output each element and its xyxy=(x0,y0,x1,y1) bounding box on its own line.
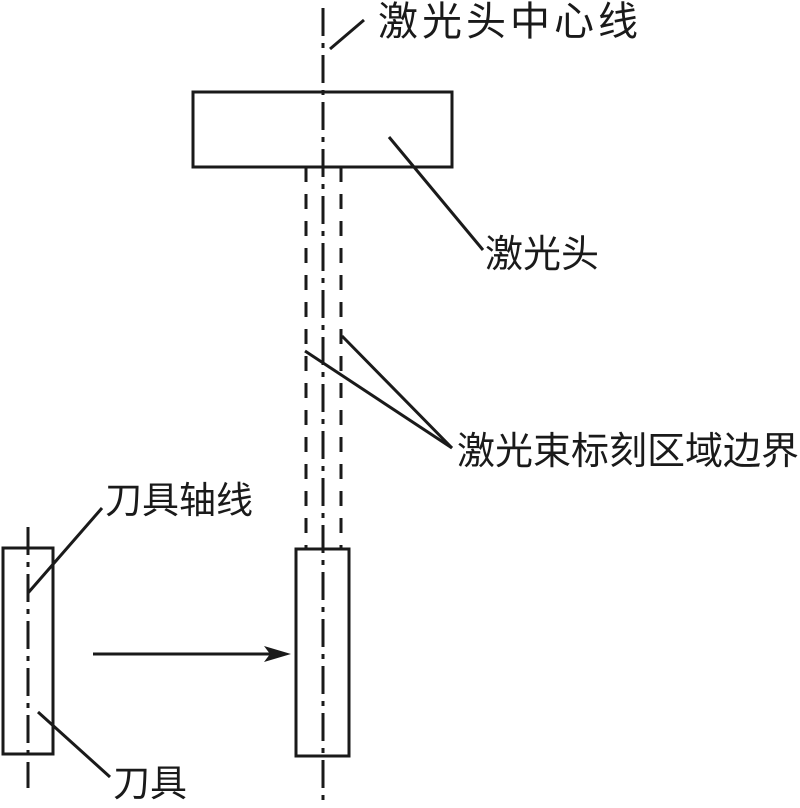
laser-beam-boundary-label: 激光束标刻区域边界 xyxy=(457,431,800,473)
laser-head-outline xyxy=(191,90,454,169)
leader-centerline-label xyxy=(329,18,365,51)
tool-center-outline xyxy=(294,547,351,758)
line-group xyxy=(1,8,485,807)
laser-head-centerline-label: 激光头中心线 xyxy=(378,0,642,44)
leader-laser-head-label xyxy=(387,136,485,251)
leader-tool-label xyxy=(36,710,112,779)
leader-tool-axis-label xyxy=(26,507,104,594)
tool-label: 刀具 xyxy=(113,764,187,805)
move-arrow-head xyxy=(264,646,291,662)
laser-head-label: 激光头 xyxy=(485,234,600,276)
tool-axis-label: 刀具轴线 xyxy=(105,481,253,522)
leader-boundary-left xyxy=(304,349,453,450)
leader-boundary-right xyxy=(340,334,454,450)
